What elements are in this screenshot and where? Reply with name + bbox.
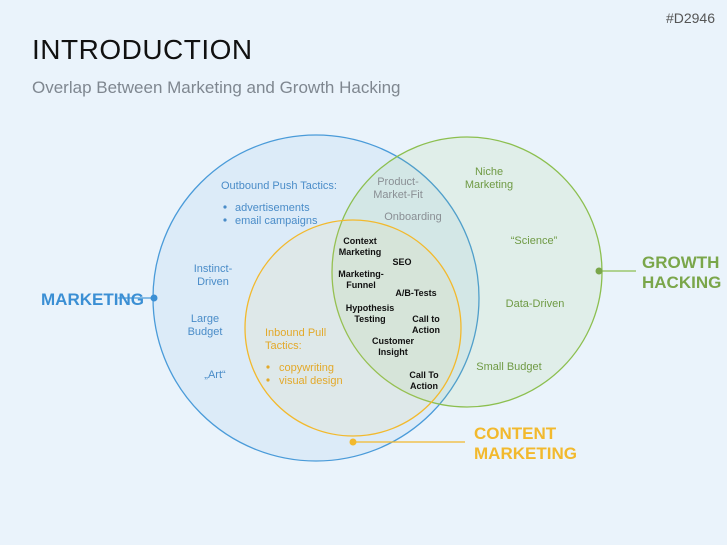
product-market-fit: Market-Fit xyxy=(373,189,423,201)
hypothesis-testing: Testing xyxy=(354,314,385,324)
growth-label-line2: HACKING xyxy=(642,273,721,292)
small-budget: Small Budget xyxy=(476,361,541,373)
bullet xyxy=(223,205,227,209)
context-marketing: Context xyxy=(343,236,377,246)
ab-tests: A/B-Tests xyxy=(395,288,436,298)
content-label-line1: CONTENT xyxy=(474,424,557,443)
call-to-action-2: Action xyxy=(410,381,438,391)
call-to-action-2: Call To xyxy=(409,370,439,380)
outbound-item: email campaigns xyxy=(235,215,318,227)
inbound-item: copywriting xyxy=(279,362,334,374)
instinct-driven: Instinct- xyxy=(194,263,233,275)
large-budget: Large xyxy=(191,313,219,325)
marketing-funnel: Marketing- xyxy=(338,269,384,279)
page-title: INTRODUCTION xyxy=(32,34,253,65)
inbound-title: Tactics: xyxy=(265,340,302,352)
customer-insight: Insight xyxy=(378,347,408,357)
onboarding: Onboarding xyxy=(384,211,442,223)
content-circle xyxy=(244,219,462,437)
science-label: “Science” xyxy=(511,235,558,247)
instinct-driven: Driven xyxy=(197,276,229,288)
growth-label-line1: GROWTH xyxy=(642,253,719,272)
marketing-funnel: Funnel xyxy=(346,280,376,290)
growth-dot xyxy=(595,267,603,275)
call-to-action: Call to xyxy=(412,314,440,324)
inbound-title: Inbound Pull xyxy=(265,327,326,339)
content-label-line2: MARKETING xyxy=(474,444,577,463)
niche-marketing: Marketing xyxy=(465,179,513,191)
data-driven: Data-Driven xyxy=(506,298,565,310)
niche-marketing: Niche xyxy=(475,166,503,178)
slide-id: #D2946 xyxy=(665,10,715,26)
marketing-label: MARKETING xyxy=(41,290,144,309)
product-market-fit: Product- xyxy=(377,176,419,188)
bullet xyxy=(266,378,270,382)
hypothesis-testing: Hypothesis xyxy=(346,303,395,313)
content-dot xyxy=(349,438,357,446)
inbound-item: visual design xyxy=(279,375,343,387)
call-to-action: Action xyxy=(412,325,440,335)
customer-insight: Customer xyxy=(372,336,415,346)
context-marketing: Marketing xyxy=(339,247,382,257)
bullet xyxy=(223,218,227,222)
marketing-dot xyxy=(150,294,158,302)
seo: SEO xyxy=(392,257,411,267)
art-label: „Art“ xyxy=(204,369,226,381)
outbound-item: advertisements xyxy=(235,202,310,214)
outbound-title: Outbound Push Tactics: xyxy=(221,180,337,192)
bullet xyxy=(266,365,270,369)
large-budget: Budget xyxy=(188,326,223,338)
page-subtitle: Overlap Between Marketing and Growth Hac… xyxy=(32,78,401,97)
